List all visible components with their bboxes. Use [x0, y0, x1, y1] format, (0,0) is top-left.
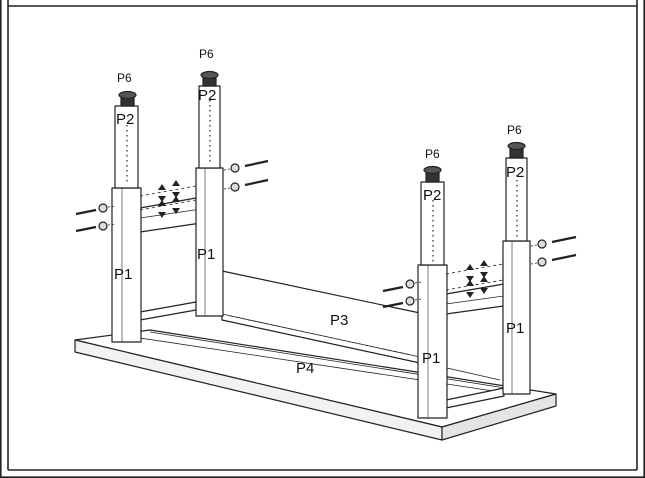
right-leg-assembly	[382, 141, 577, 419]
leg-lower-back-right	[502, 240, 531, 395]
foot-back-right	[509, 148, 524, 159]
label-leg-upper-back-left: P2	[198, 87, 216, 104]
label-foot-back-right: P6	[507, 123, 522, 137]
label-leg-upper-back-right: P2	[506, 164, 524, 181]
bolts-left-outer	[75, 203, 117, 233]
label-leg-lower-front-right: P1	[422, 350, 440, 367]
label-foot-front-right: P6	[425, 147, 440, 161]
label-leg-upper-front-right: P2	[423, 187, 441, 204]
part-labels: P6 P6 P6 P6 P2 P2 P2 P2 P1 P1 P1 P1 P3 P…	[114, 47, 524, 377]
foot-front-left	[120, 97, 135, 107]
label-leg-upper-front-left: P2	[116, 111, 134, 128]
label-foot-front-left: P6	[117, 71, 132, 85]
label-leg-lower-back-right: P1	[506, 320, 524, 337]
leg-lower-front-left	[111, 187, 142, 343]
label-leg-lower-back-left: P1	[197, 246, 215, 263]
bolts-right-inner	[530, 235, 577, 267]
bolts-right-outer	[382, 279, 422, 309]
bolts-left-inner	[223, 159, 269, 192]
label-tabletop: P4	[296, 360, 314, 377]
leg-lower-front-right	[417, 264, 448, 419]
label-crossbar: P3	[330, 312, 348, 329]
foot-front-right	[425, 172, 440, 183]
label-leg-lower-front-left: P1	[114, 266, 132, 283]
foot-back-left	[202, 77, 217, 87]
leg-lower-back-left	[195, 167, 224, 317]
left-leg-assembly	[75, 70, 269, 343]
label-foot-back-left: P6	[199, 47, 214, 61]
